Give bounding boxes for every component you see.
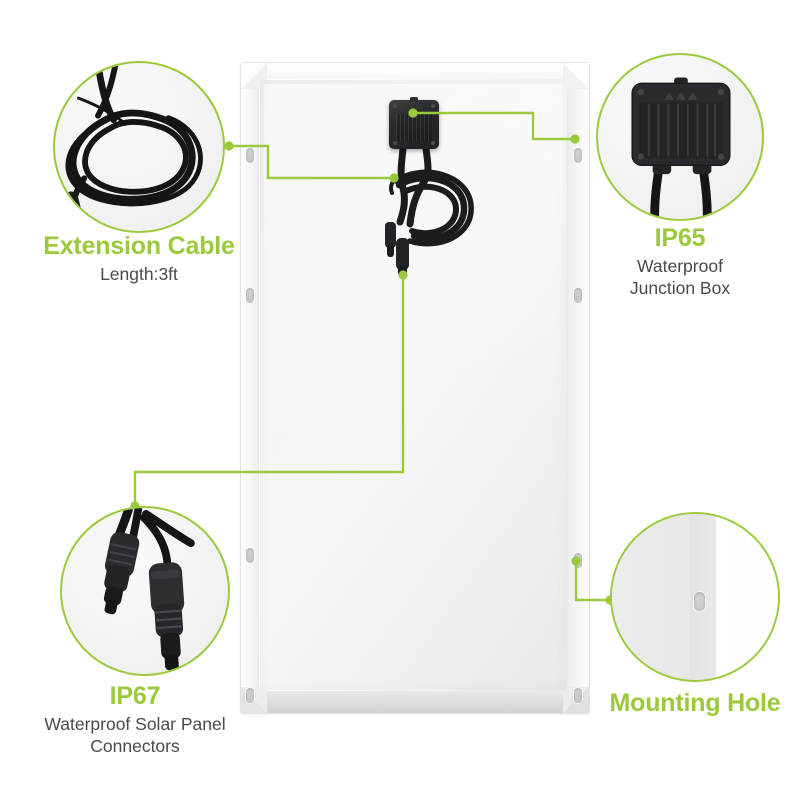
mounting-hole-slot	[574, 148, 582, 163]
junction-box-screw	[393, 141, 397, 145]
mounting-hole-slot	[246, 548, 254, 563]
mounting-hole-slot	[246, 688, 254, 703]
frame-bottom-bevel	[241, 691, 589, 713]
frame-top-bevel	[241, 63, 589, 79]
frame-corner-top-right	[563, 63, 589, 89]
callout-subtitle-extension-cable: Length:3ft	[100, 264, 178, 284]
callout-label-extension-cable: Extension Cable Length:3ft	[0, 232, 289, 285]
callout-extension-cable[interactable]	[53, 61, 225, 233]
junction-box-vent	[410, 97, 418, 102]
mounting-hole-slot-zoomed	[694, 592, 705, 611]
mc4-connectors-icon	[103, 508, 195, 671]
callout-subtitle-connectors-line2: Connectors	[90, 736, 180, 757]
junction-box-on-panel	[389, 97, 439, 149]
callout-label-mounting-hole: Mounting Hole	[545, 689, 800, 717]
junction-box-screw	[431, 104, 435, 108]
coiled-cable-icon	[58, 63, 203, 224]
callout-title-mounting-hole: Mounting Hole	[609, 689, 781, 717]
frame-right-bevel	[567, 63, 589, 713]
callout-mounting-hole[interactable]	[610, 512, 780, 682]
callout-title-connectors: IP67	[109, 682, 161, 710]
callout-label-connectors: IP67 Waterproof Solar Panel Connectors	[0, 682, 285, 758]
frame-corner-bottom-left	[241, 687, 267, 713]
junction-box-screw	[393, 104, 397, 108]
frame-face-shaded	[612, 514, 690, 680]
callout-subtitle-junction-box-line2: Junction Box	[629, 278, 731, 299]
mounting-hole-slot	[574, 288, 582, 303]
callout-title-extension-cable: Extension Cable	[43, 232, 235, 260]
callout-junction-box[interactable]	[596, 53, 764, 221]
callout-title-junction-box: IP65	[654, 224, 706, 252]
junction-box-ribs	[396, 114, 432, 141]
junction-box-screw	[431, 141, 435, 145]
callout-subtitle-junction-box-line1: Waterproof	[637, 256, 723, 276]
frame-face-lit	[716, 514, 778, 680]
callout-connectors[interactable]	[60, 506, 230, 676]
mounting-hole-slot	[574, 688, 582, 703]
callout-subtitle-connectors-line1: Waterproof Solar Panel	[44, 714, 226, 734]
junction-box-icon	[631, 77, 731, 219]
callout-label-junction-box: IP65 Waterproof Junction Box	[530, 224, 800, 300]
